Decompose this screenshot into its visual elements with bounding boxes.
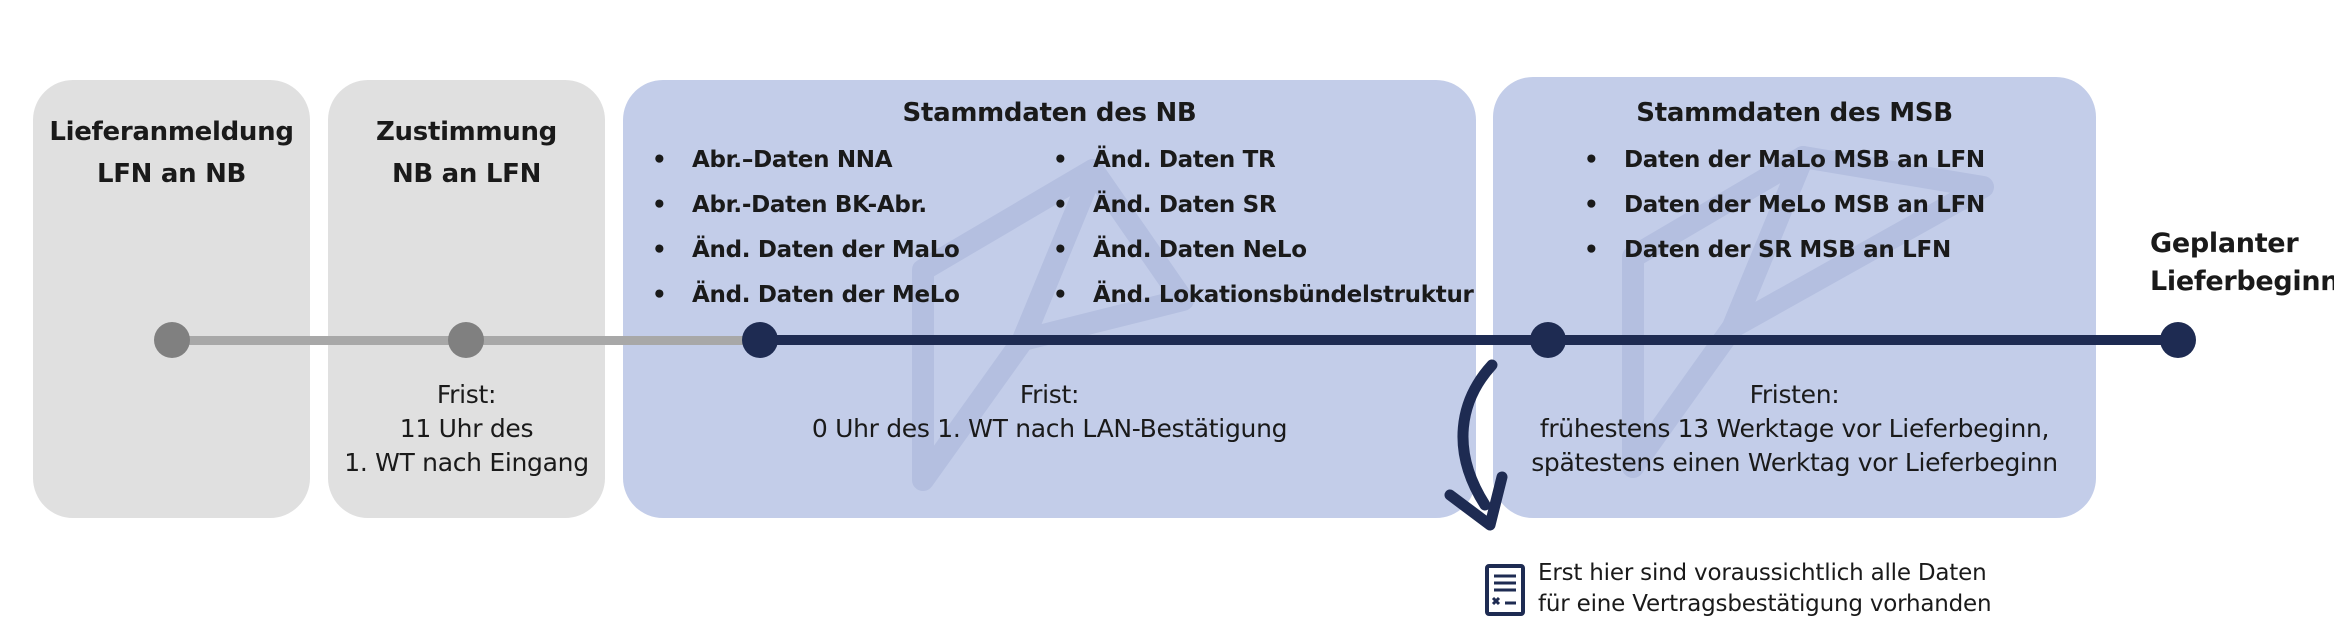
msb-data-list: Daten der MaLo MSB an LFN Daten der MeLo… [1584,138,1985,273]
end-label-lieferbeginn: Geplanter Lieferbeginn [2150,228,2334,297]
milestone-dot-stammdaten-msb [1530,322,1566,358]
list-item: Änd. Daten TR [1053,138,1474,183]
list-item: Änd. Daten der MeLo [652,273,960,318]
phase-box-zustimmung [328,80,605,518]
phase-title-zustimmung: Zustimmung NB an LFN [376,117,557,189]
timeline-navy-segment [760,335,2178,345]
milestone-dot-lieferanmeldung [154,322,190,358]
deadline-note-stammdaten-nb: Frist: 0 Uhr des 1. WT nach LAN-Bestätig… [811,380,1288,443]
phase-title-stammdaten-msb: Stammdaten des MSB [1636,98,1953,128]
list-item: Änd. Daten SR [1053,183,1474,228]
list-item: Daten der SR MSB an LFN [1584,228,1985,273]
phase-title-stammdaten-nb: Stammdaten des NB [902,98,1197,128]
list-item: Abr.–Daten NNA [652,138,960,183]
list-item: Abr.-Daten BK-Abr. [652,183,960,228]
phase-box-lieferanmeldung [33,80,310,518]
list-item: Änd. Lokationsbündelstruktur [1053,273,1474,318]
deadline-note-zustimmung: Frist: 11 Uhr des 1. WT nach Eingang [344,380,589,477]
document-icon [1485,564,1525,616]
nb-data-list-right: Änd. Daten TR Änd. Daten SR Änd. Daten N… [1053,138,1474,318]
list-item: Daten der MaLo MSB an LFN [1584,138,1985,183]
deadline-note-stammdaten-msb: Fristen: frühestens 13 Werktage vor Lief… [1531,380,2058,477]
list-item: Daten der MeLo MSB an LFN [1584,183,1985,228]
milestone-dot-lieferbeginn [2160,322,2196,358]
milestone-dot-stammdaten-nb [742,322,778,358]
curved-arrow-icon [1444,359,1508,531]
nb-data-list-left: Abr.–Daten NNA Abr.-Daten BK-Abr. Änd. D… [652,138,960,318]
milestone-dot-zustimmung [448,322,484,358]
list-item: Änd. Daten der MaLo [652,228,960,273]
phase-title-lieferanmeldung: Lieferanmeldung LFN an NB [49,117,294,189]
callout-text: Erst hier sind voraussichtlich alle Date… [1538,560,1992,617]
list-item: Änd. Daten NeLo [1053,228,1474,273]
